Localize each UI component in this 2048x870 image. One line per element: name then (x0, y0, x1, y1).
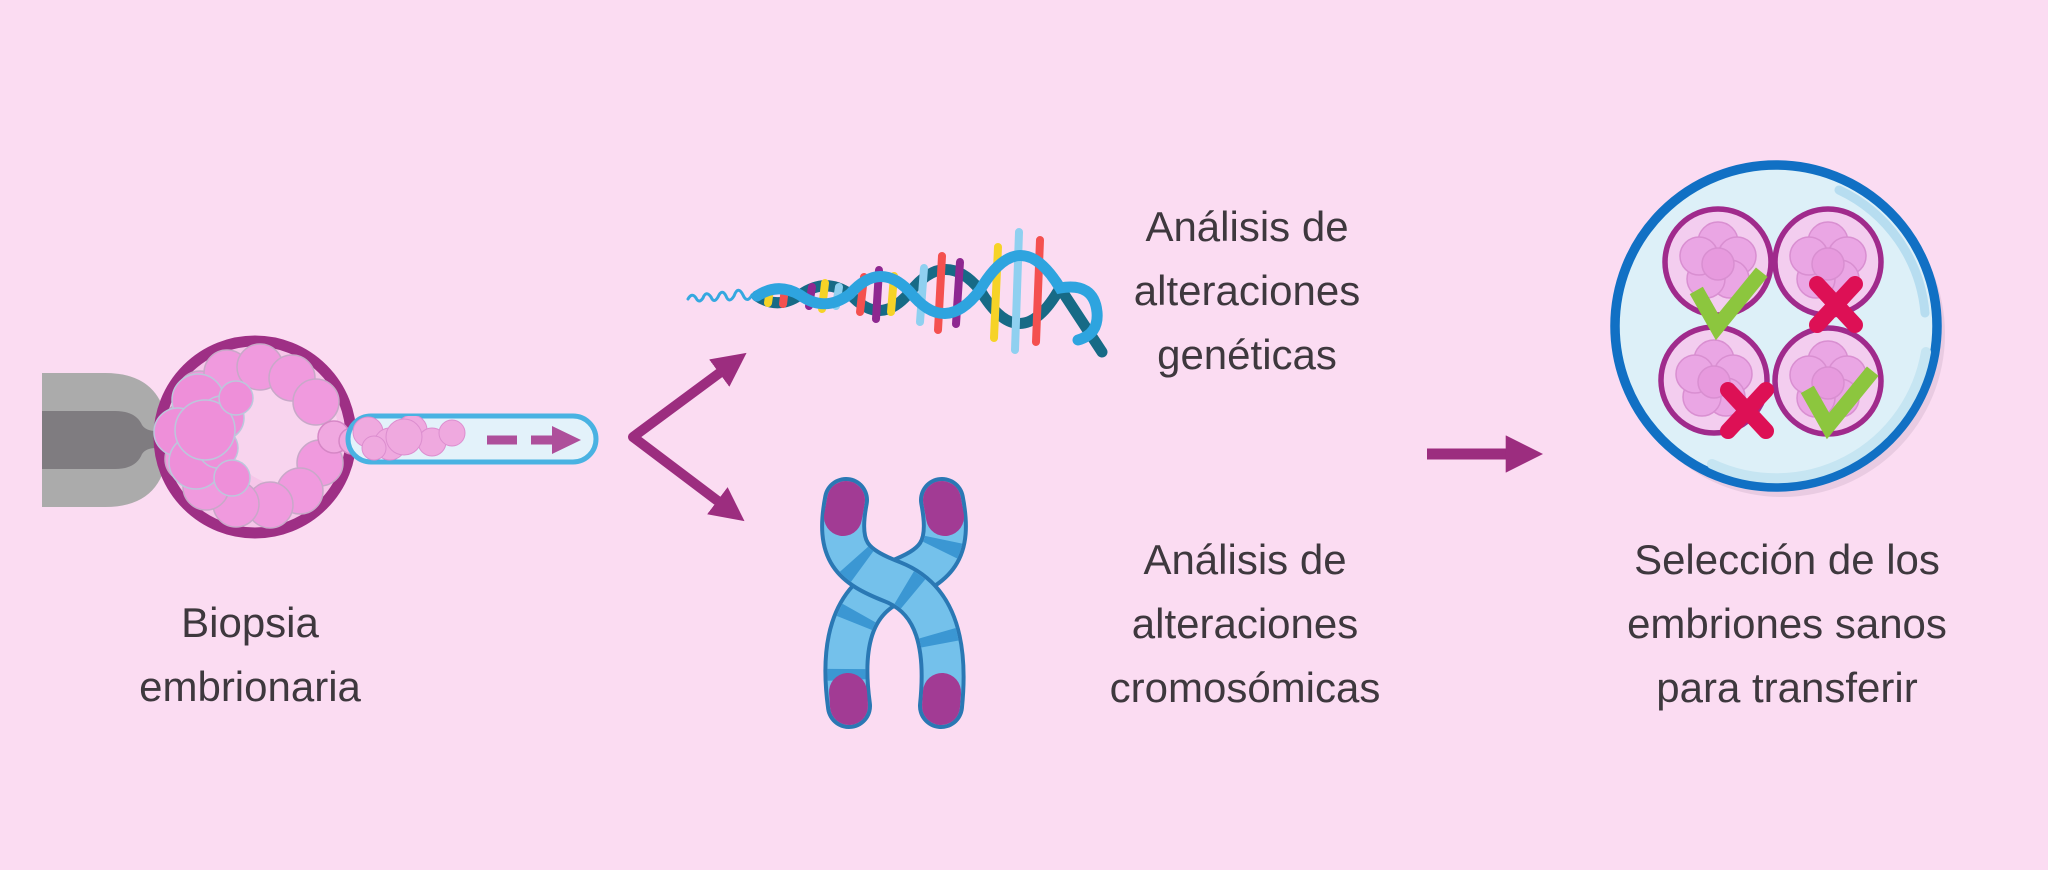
label-line: embriones sanos (1627, 600, 1947, 647)
inner-cell-mass (153, 373, 254, 497)
chromosome-icon (820, 477, 968, 729)
aspirated-cells (352, 416, 466, 461)
label-line: cromosómicas (1109, 664, 1381, 711)
blastocyst-icon (153, 335, 366, 539)
cross-icon (1809, 276, 1863, 333)
label-line: Análisis de (1143, 536, 1347, 583)
split-arrow-icon (628, 352, 747, 522)
label-line: para transferir (1656, 664, 1918, 711)
holding-pipette-icon (42, 373, 168, 507)
dna-helix-icon (686, 228, 1108, 358)
label-line: alteraciones (1131, 600, 1359, 647)
cross-icon (1720, 382, 1774, 439)
label-analisis-cromosomicas: Análisis de alteraciones cromosómicas (1075, 528, 1415, 720)
check-icon (1689, 267, 1768, 341)
petri-dish-icon (1610, 160, 1945, 497)
label-line: genéticas (1157, 331, 1337, 378)
label-line: embrionaria (139, 663, 361, 710)
label-analisis-geneticas: Análisis de alteraciones genéticas (1097, 195, 1397, 387)
dish-embryo-icon (1662, 206, 1774, 318)
chromosome-tips (824, 481, 964, 725)
biopsy-pipette-icon (345, 413, 599, 465)
label-line: alteraciones (1133, 267, 1361, 314)
label-biopsia-embrionaria: Biopsia embrionaria (90, 591, 410, 719)
dna-tail (686, 288, 759, 303)
label-seleccion-embriones: Selección de los embriones sanos para tr… (1577, 528, 1997, 720)
label-line: Análisis de (1145, 203, 1349, 250)
label-line: Selección de los (1634, 536, 1940, 583)
dna-front-strand (751, 250, 1103, 346)
check-icon (1800, 366, 1879, 440)
suction-arrow-icon (487, 426, 581, 454)
label-line: Biopsia (181, 599, 319, 646)
embryo-biopsy-icon (42, 335, 599, 539)
